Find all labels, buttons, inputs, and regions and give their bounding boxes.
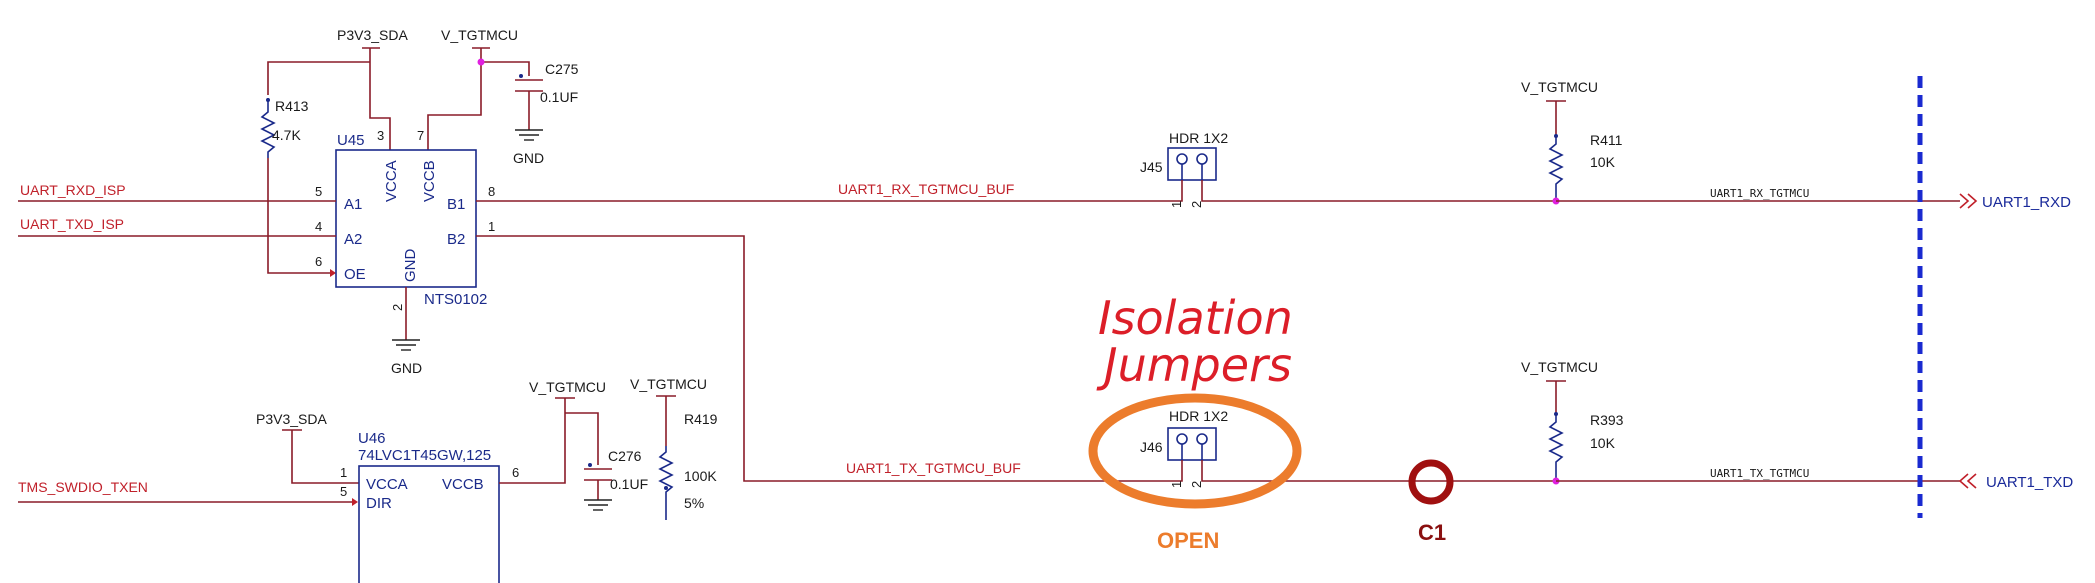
net-label-uart-txd-isp: UART_TXD_ISP [20, 216, 124, 232]
u45-pin-a2: A2 [344, 231, 362, 248]
wire-p3v3-vcca [369, 48, 391, 150]
r413-value: 4.7K [272, 127, 301, 143]
annotation-title-line1: Isolation [1098, 291, 1293, 345]
u46-pinnum-5: 5 [340, 484, 347, 499]
u45-pinnum-1: 1 [488, 219, 495, 234]
net-label-v-tgtmcu-r411: V_TGTMCU [1521, 79, 1598, 95]
net-label-v-tgtmcu-r393: V_TGTMCU [1521, 359, 1598, 375]
c276-ref: C276 [608, 448, 642, 464]
u45-part: NTS0102 [424, 291, 487, 308]
u45-pin-vccb: VCCB [421, 160, 438, 202]
c276-value: 0.1UF [610, 476, 648, 492]
capacitor-c276: C276 0.1UF [584, 448, 648, 511]
net-label-gnd-u45: GND [391, 360, 422, 376]
u45-pinnum-8: 8 [488, 184, 495, 199]
u46-pin-vccb: VCCB [442, 476, 484, 493]
annotation-isolation-jumpers: Isolation Jumpers OPEN C1 [1088, 291, 1454, 553]
u45-pinnum-6: 6 [315, 254, 322, 269]
net-label-tms-swdio-txen: TMS_SWDIO_TXEN [18, 479, 148, 495]
resistor-r419: V_TGTMCU R419 100K 5% [630, 376, 718, 520]
j46-ref: J46 [1140, 439, 1163, 455]
wire-vtgt-c276 [565, 412, 599, 465]
wire-vtgt-vccb [427, 48, 482, 150]
j46-pin2: 2 [1189, 481, 1204, 488]
resistor-r393: V_TGTMCU R393 10K [1521, 359, 1624, 485]
u45-pin-oe: OE [344, 266, 366, 283]
u45-pinnum-5: 5 [315, 184, 322, 199]
u45-pin-gnd: GND [402, 249, 419, 283]
net-label-p3v3-sda-u46: P3V3_SDA [256, 411, 327, 427]
r419-tolerance: 5% [684, 495, 704, 511]
r393-ref: R393 [1590, 412, 1624, 428]
u45-pin-vcca: VCCA [383, 160, 400, 202]
c275-value: 0.1UF [540, 89, 578, 105]
net-label-uart1-rx-buf: UART1_RX_TGTMCU_BUF [838, 181, 1014, 197]
net-label-uart1-tx-buf: UART1_TX_TGTMCU_BUF [846, 460, 1021, 476]
wire-vtgt-c275 [481, 61, 530, 76]
j46-type: HDR 1X2 [1169, 408, 1228, 424]
r411-ref: R411 [1590, 132, 1623, 148]
j46-pin1: 1 [1169, 481, 1184, 488]
u46-pinnum-1: 1 [340, 465, 347, 480]
net-label-v-tgtmcu-top: V_TGTMCU [441, 27, 518, 43]
wire-p3v3-vcca-u46 [291, 430, 359, 484]
u45-pinnum-2: 2 [390, 304, 405, 311]
net-label-uart1-tx-small: UART1_TX_TGTMCU [1710, 467, 1809, 480]
j45-pin2: 2 [1189, 201, 1204, 208]
annotation-c1: C1 [1418, 520, 1446, 545]
jumper-j46: HDR 1X2 J46 1 2 [1140, 408, 1555, 488]
tx-path: UART1_TX_TGTMCU_BUF HDR 1X2 J46 1 2 V_TG… [476, 235, 2073, 491]
input-nets: UART_RXD_ISP UART_TXD_ISP [18, 182, 336, 237]
r419-value: 100K [684, 468, 717, 484]
u45-pin-b1: B1 [447, 196, 465, 213]
wire-r413-oe [267, 158, 330, 274]
u46-part: 74LVC1T45GW,125 [358, 447, 491, 464]
u45-ref: U45 [337, 132, 365, 149]
r419-ref: R419 [684, 411, 718, 427]
u46-ref: U46 [358, 430, 386, 447]
u46-pin-dir: DIR [366, 495, 392, 512]
net-label-gnd-c275: GND [513, 150, 544, 166]
annotation-open: OPEN [1157, 528, 1219, 553]
u46-pinnum-6: 6 [512, 465, 519, 480]
u46-pin-vcca: VCCA [366, 476, 408, 493]
j45-type: HDR 1X2 [1169, 130, 1228, 146]
u45-pinnum-7: 7 [417, 128, 424, 143]
j45-ref: J45 [1140, 159, 1163, 175]
wire-b2-j46 [476, 235, 1170, 482]
net-label-v-tgtmcu-r419: V_TGTMCU [630, 376, 707, 392]
u45-pinnum-3: 3 [377, 128, 384, 143]
rx-path: UART1_RX_TGTMCU_BUF HDR 1X2 J45 1 2 V_TG… [476, 79, 2071, 211]
port-label-rxd: UART1_RXD [1982, 194, 2071, 211]
resistor-r413: R413 4.7K [260, 98, 336, 277]
u45-pinnum-4: 4 [315, 219, 322, 234]
wire-vccb-u46 [499, 398, 566, 484]
j45-pin1: 1 [1169, 201, 1184, 208]
u45-pin-b2: B2 [447, 231, 465, 248]
highlight-ring-j46 [1088, 393, 1302, 509]
r413-ref: R413 [275, 98, 309, 114]
net-label-v-tgtmcu-u46: V_TGTMCU [529, 379, 606, 395]
r393-value: 10K [1590, 435, 1616, 451]
net-label-p3v3-sda-top: P3V3_SDA [337, 27, 408, 43]
u45-level-shifter: P3V3_SDA V_TGTMCU C275 0.1UF GND [260, 27, 579, 376]
u46-transceiver: P3V3_SDA TMS_SWDIO_TXEN U46 74LVC1T45GW,… [18, 376, 718, 583]
port-label-txd: UART1_TXD [1986, 474, 2073, 491]
wire-p3v3-r413 [267, 61, 370, 95]
port-uart1-txd: UART1_TXD [1958, 473, 2073, 491]
c275-ref: C275 [545, 61, 579, 77]
u46-body [358, 465, 500, 583]
junction-vtgt-c275 [477, 58, 485, 66]
jumper-j45: HDR 1X2 J45 1 2 [1140, 130, 1555, 208]
annotation-title-line2: Jumpers [1096, 338, 1292, 392]
net-label-uart1-rx-small: UART1_RX_TGTMCU [1710, 187, 1809, 200]
port-uart1-rxd: UART1_RXD [1959, 193, 2071, 211]
u45-pin-a1: A1 [344, 196, 362, 213]
r411-value: 10K [1590, 154, 1616, 170]
callout-ring-c1 [1408, 459, 1454, 505]
capacitor-c275: C275 0.1UF GND [513, 61, 579, 166]
net-label-uart-rxd-isp: UART_RXD_ISP [20, 182, 126, 198]
resistor-r411: V_TGTMCU R411 10K [1521, 79, 1623, 205]
